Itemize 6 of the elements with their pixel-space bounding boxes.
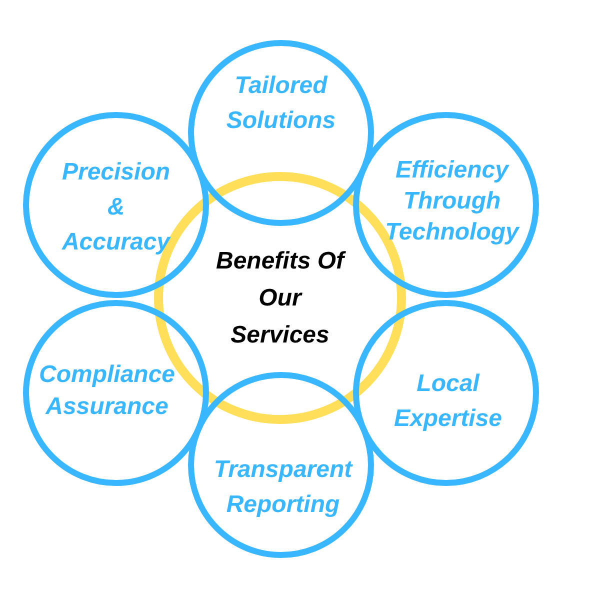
node-label: Local Expertise (392, 369, 504, 434)
node-label: Transparent Reporting (212, 455, 354, 520)
node-label: Benefits Of Our Services (214, 246, 347, 350)
node-label: Compliance Assurance (38, 360, 176, 422)
node-label: Tailored Solutions (225, 71, 337, 136)
node-label: Efficiency Through Technology (384, 156, 521, 248)
